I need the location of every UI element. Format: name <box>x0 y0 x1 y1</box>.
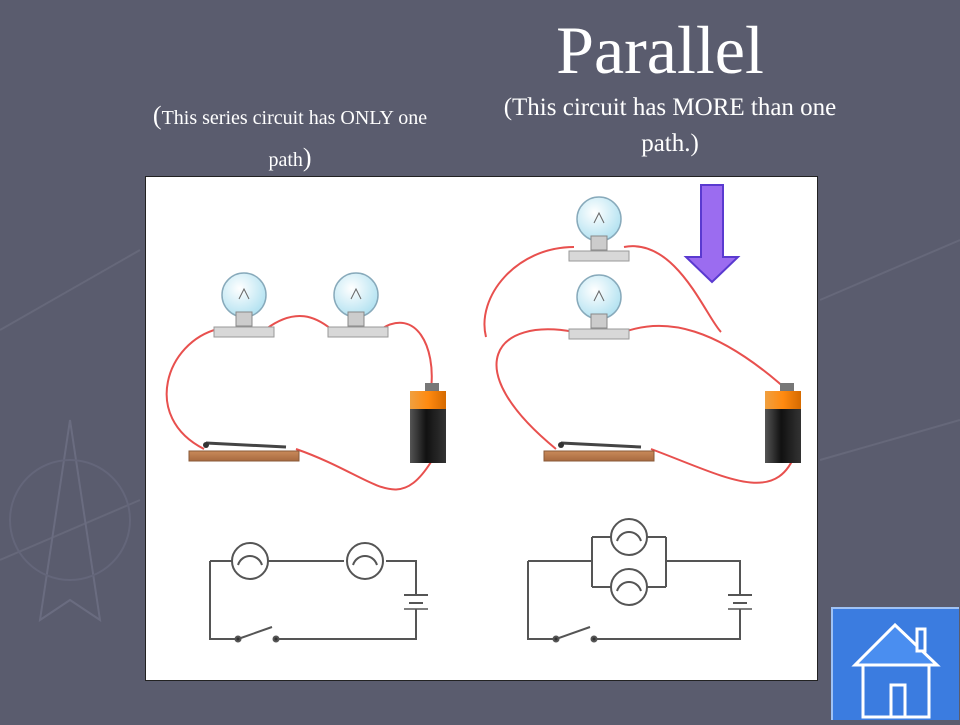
series-caption-text: This series circuit has ONLY one path <box>161 107 428 171</box>
switch-symbol-icon <box>555 626 591 640</box>
switch-icon <box>543 441 655 462</box>
battery-icon <box>765 383 801 463</box>
home-icon <box>851 622 941 719</box>
circuit-diagram <box>165 184 801 643</box>
bulb-icon <box>327 272 389 338</box>
series-wires <box>165 314 440 491</box>
parallel-pictorial-circuit <box>483 184 801 484</box>
series-caption-open-paren: ( <box>152 101 162 130</box>
parallel-wires <box>483 245 797 484</box>
bulb-icon <box>213 272 275 338</box>
lamp-symbol-icon <box>610 568 648 606</box>
lamp-symbol-icon <box>231 542 269 580</box>
lamp-symbol-icon <box>610 518 648 556</box>
switch-symbol-icon <box>237 626 273 640</box>
parallel-schematic <box>527 518 752 643</box>
bulb-icon <box>568 196 630 262</box>
series-schematic <box>209 542 428 643</box>
bulb-icon <box>568 274 630 340</box>
parallel-caption: (This circuit has MORE than one path.) <box>503 94 837 157</box>
down-arrow-icon <box>683 184 741 284</box>
circuit-diagram-panel <box>145 176 818 681</box>
series-caption-close-paren: ) <box>302 143 312 172</box>
home-button[interactable] <box>831 607 959 720</box>
series-pictorial-circuit <box>165 272 446 491</box>
lamp-symbol-icon <box>346 542 384 580</box>
battery-icon <box>410 383 446 463</box>
switch-icon <box>188 441 300 462</box>
series-caption: (This series circuit has ONLY one path) <box>150 96 430 180</box>
slide-title: Parallel <box>556 12 764 88</box>
